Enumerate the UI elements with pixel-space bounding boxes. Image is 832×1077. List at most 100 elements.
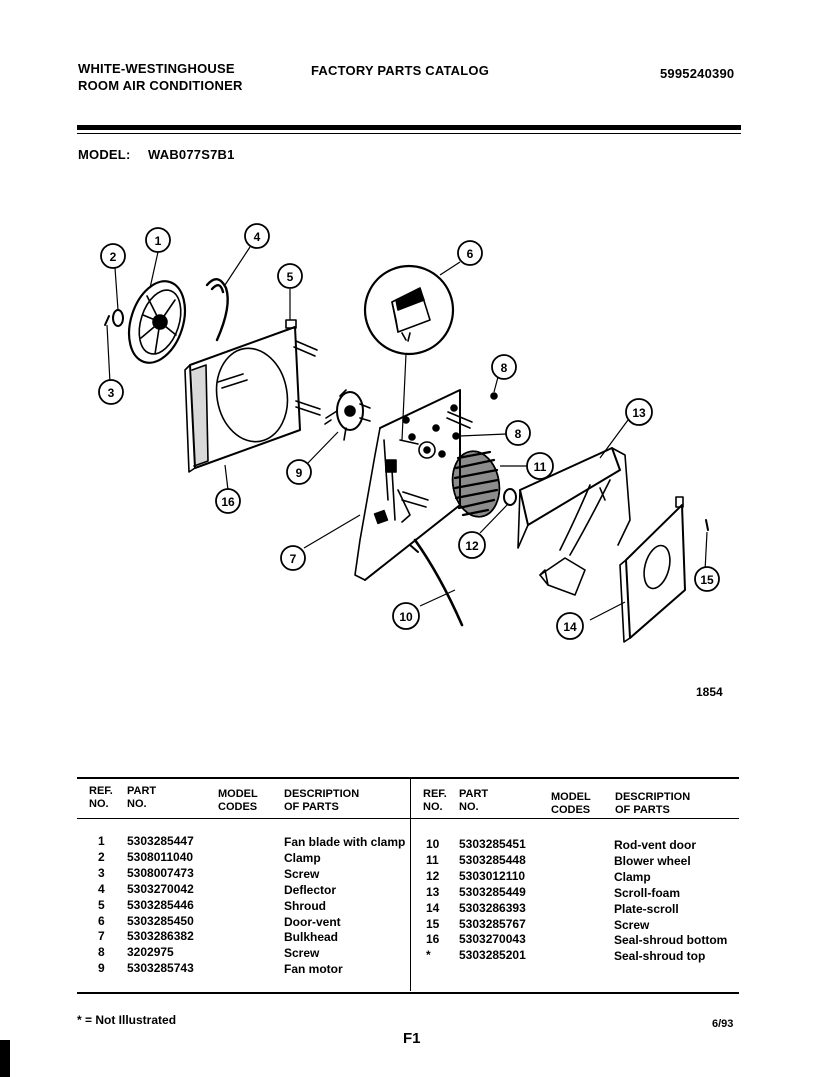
- svg-text:10: 10: [399, 610, 413, 624]
- catalog-title: FACTORY PARTS CATALOG: [311, 63, 490, 78]
- col-header-model-right: MODEL CODES: [551, 791, 591, 816]
- part-fan-blade: [127, 280, 187, 364]
- callout-5: 5: [277, 263, 303, 289]
- svg-text:8: 8: [501, 361, 508, 375]
- callout-1: 1: [145, 227, 171, 253]
- callout-8b: 8: [505, 420, 531, 446]
- table-row-part: 5303286393: [459, 900, 526, 915]
- table-row-part: 3202975: [127, 945, 174, 960]
- table-row-desc: Blower wheel: [614, 853, 691, 868]
- part-bulkhead: [354, 389, 473, 581]
- header-rule-thin: [77, 133, 741, 134]
- svg-text:2: 2: [110, 250, 117, 264]
- table-row-desc: Screw: [614, 917, 650, 932]
- svg-text:15: 15: [700, 573, 714, 587]
- col-header-desc: DESCRIPTION OF PARTS: [284, 788, 360, 813]
- svg-text:12: 12: [465, 539, 479, 553]
- table-row-ref: 9: [98, 961, 105, 976]
- table-row-ref: 1: [98, 834, 105, 848]
- table-row-ref: *: [426, 948, 431, 963]
- svg-text:16: 16: [221, 495, 235, 509]
- table-row-part: 5303270042: [127, 881, 194, 896]
- callout-4: 4: [244, 223, 270, 249]
- part-fan-motor: [324, 389, 371, 441]
- table-row-ref: 3: [98, 865, 105, 880]
- col-header-ref: REF. NO.: [89, 785, 113, 810]
- table-row-desc: Rod-vent door: [614, 838, 696, 852]
- table-row-part: 5303285449: [459, 884, 526, 899]
- table-row-part: 5303270043: [459, 932, 526, 947]
- svg-text:14: 14: [563, 620, 577, 634]
- table-bottom-rule: [77, 992, 739, 994]
- table-row-ref: 4: [98, 881, 105, 896]
- table-row-ref: 5: [98, 897, 105, 912]
- table-row-part: 5303285448: [459, 852, 526, 867]
- table-row-desc: Scroll-foam: [614, 885, 681, 900]
- callout-16: 16: [215, 488, 241, 514]
- page-number: F1: [403, 1030, 421, 1047]
- table-row-desc: Seal-shroud bottom: [614, 933, 728, 948]
- brand-line-1: WHITE-WESTINGHOUSE: [78, 61, 235, 76]
- table-row-ref: 7: [98, 929, 105, 944]
- svg-text:4: 4: [254, 230, 261, 244]
- svg-text:9: 9: [296, 466, 303, 480]
- table-row-desc: Door-vent: [284, 914, 341, 929]
- part-screw-8a: [490, 392, 498, 400]
- table-row-ref: 15: [426, 916, 440, 931]
- callout-12: 12: [458, 531, 486, 559]
- table-row-ref: 16: [426, 932, 440, 947]
- part-shroud: [184, 319, 321, 473]
- table-row-ref: 11: [426, 852, 439, 867]
- table-row-desc: Shroud: [284, 898, 326, 913]
- part-clamp-blower: [503, 488, 517, 506]
- footnote: * = Not Illustrated: [77, 1013, 177, 1027]
- callout-labels: 1 2 3 4 5 6 7 8 8 9 10 11 12 13 14 15 16: [98, 223, 720, 640]
- table-row-part: 5303285743: [127, 961, 194, 976]
- table-top-rule: [77, 777, 739, 779]
- col-header-part-right: PART NO.: [459, 788, 489, 813]
- col-header-ref-right: REF. NO.: [423, 788, 447, 813]
- table-row-desc: Clamp: [614, 869, 651, 884]
- table-row-ref: 14: [426, 900, 440, 915]
- table-row-ref: 12: [426, 868, 440, 883]
- revision-date: 6/93: [712, 1018, 734, 1030]
- svg-text:1: 1: [155, 234, 162, 248]
- col-header-part: PART NO.: [127, 785, 157, 810]
- table-row-part: 5303285451: [459, 837, 526, 851]
- table-row-ref: 2: [98, 849, 105, 864]
- callout-7: 7: [280, 545, 306, 571]
- callout-3: 3: [98, 379, 124, 405]
- svg-text:7: 7: [290, 552, 297, 566]
- svg-text:6: 6: [467, 247, 474, 261]
- brand-line-2: ROOM AIR CONDITIONER: [78, 78, 243, 93]
- right-part-column: 5303285451 5303285448 5303012110 5303285…: [459, 837, 526, 964]
- scan-edge-bar: [0, 1040, 10, 1077]
- exploded-parts-diagram: 1 2 3 4 5 6 7 8 8 9 10 11 12 13 14 15 16…: [98, 223, 723, 699]
- table-row-desc: Fan blade with clamp: [284, 835, 406, 849]
- catalog-number: 5995240390: [660, 66, 735, 81]
- table-row-desc: Screw: [284, 946, 320, 961]
- figure-number: 1854: [696, 685, 723, 699]
- callout-6: 6: [457, 240, 483, 266]
- callout-8a: 8: [491, 354, 517, 380]
- left-ref-column: 1 2 3 4 5 6 7 8 9: [98, 834, 105, 977]
- part-door-vent: [363, 264, 455, 441]
- part-screw-8b: [452, 432, 460, 440]
- part-deflector: [205, 278, 229, 342]
- callout-15: 15: [694, 566, 720, 592]
- svg-text:3: 3: [108, 386, 115, 400]
- table-row-desc: Seal-shroud top: [614, 949, 706, 964]
- table-row-part: 5303285767: [459, 916, 526, 931]
- table-row-desc: Clamp: [284, 850, 321, 865]
- part-clamp: [112, 309, 124, 327]
- table-row-part: 5308007473: [127, 865, 194, 880]
- callout-2: 2: [100, 243, 126, 269]
- table-row-part: 5303285447: [127, 834, 194, 848]
- callout-11: 11: [526, 452, 554, 480]
- svg-text:11: 11: [534, 460, 547, 474]
- part-scroll-foam: [517, 447, 631, 596]
- table-row-ref: 6: [98, 913, 105, 928]
- col-header-desc-right: DESCRIPTION OF PARTS: [615, 791, 691, 816]
- col-header-model: MODEL CODES: [218, 788, 258, 813]
- part-blower-wheel: [451, 450, 501, 518]
